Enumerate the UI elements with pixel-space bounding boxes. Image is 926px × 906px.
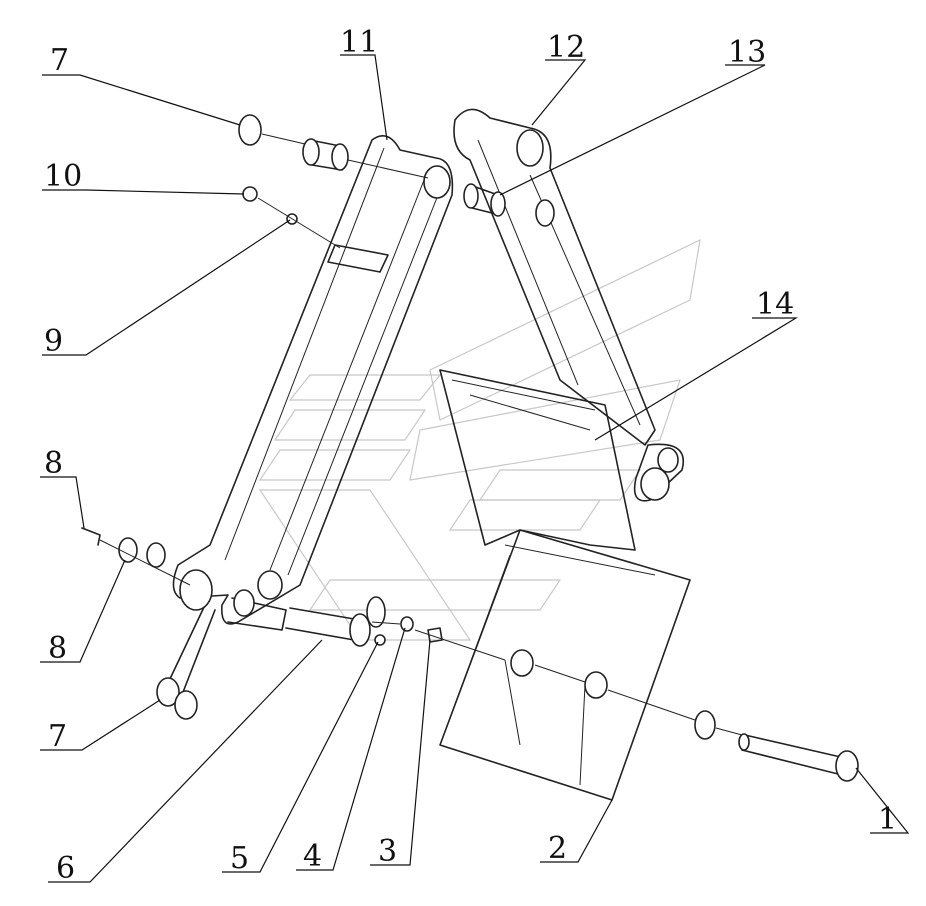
pin-6 xyxy=(349,613,371,647)
washer-8 xyxy=(118,537,138,563)
watermark-logo xyxy=(258,238,701,641)
arm-eye-top-right xyxy=(516,129,544,167)
callout-7-top: 7 xyxy=(50,43,69,78)
bushing-14 xyxy=(490,191,506,217)
bushing-12 xyxy=(331,143,349,171)
callout-15: 14 xyxy=(756,287,794,322)
assembly-axes xyxy=(99,133,743,736)
callout-13: 12 xyxy=(547,30,585,65)
callout-3: 3 xyxy=(378,834,397,869)
leader-lines xyxy=(40,54,910,883)
callout-11: 10 xyxy=(44,159,82,194)
washer-7-top xyxy=(238,114,262,146)
washer-7-bottom xyxy=(156,677,180,707)
callout-2: 2 xyxy=(548,831,567,866)
callout-9: 8 xyxy=(44,446,63,481)
left-arm xyxy=(159,134,454,706)
callout-1: 1 xyxy=(878,802,897,837)
bucket-eye-right xyxy=(584,671,608,699)
arm-eye-top-left xyxy=(423,165,451,199)
callout-14: 13 xyxy=(728,35,766,70)
bolt-5 xyxy=(427,627,443,643)
callout-8: 8 xyxy=(48,631,67,666)
washer-near-pin xyxy=(694,710,716,740)
callout-6: 6 xyxy=(56,851,75,886)
main-pin-assembly xyxy=(694,710,859,782)
pin-1 xyxy=(835,750,859,782)
washer-4 xyxy=(374,634,386,646)
callout-12: 11 xyxy=(340,25,378,60)
callout-10: 9 xyxy=(44,324,63,359)
nut-3 xyxy=(400,616,414,632)
callout-7-bottom: 7 xyxy=(48,719,67,754)
bolt-11 xyxy=(242,186,258,202)
bucket-eye-left xyxy=(510,649,534,677)
callout-4: 4 xyxy=(303,839,322,874)
callout-5: 5 xyxy=(230,841,249,876)
left-lower-eye xyxy=(179,569,213,611)
callout-labels: 7 11 12 13 10 9 14 8 8 7 6 5 4 3 2 1 xyxy=(44,25,897,886)
bushings-washers xyxy=(81,114,555,720)
